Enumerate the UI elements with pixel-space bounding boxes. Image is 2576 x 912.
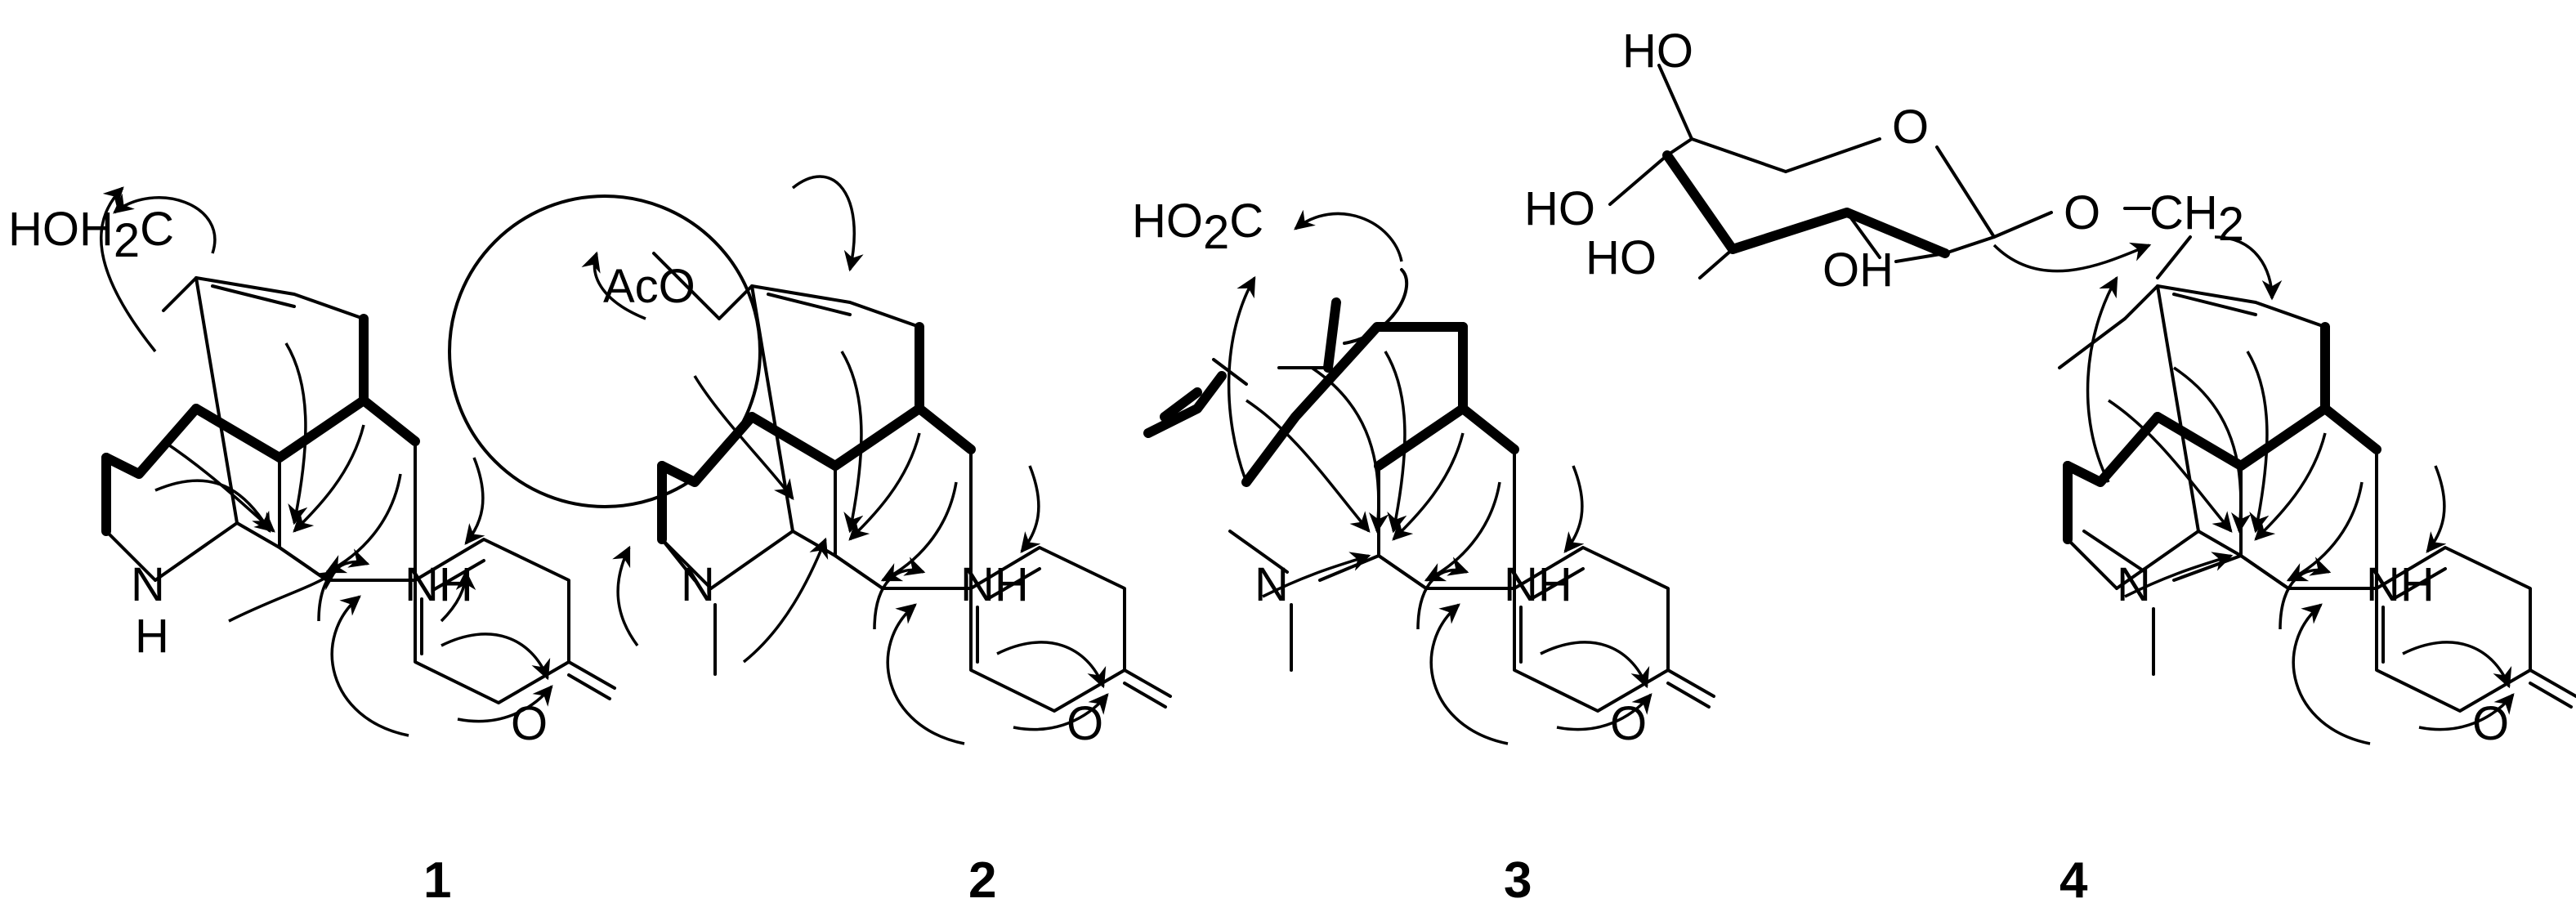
hmbc-arrow [2108,399,2233,533]
hmbc-arrow [228,570,338,623]
hmbc-arrow [1556,693,1652,731]
glc-oh-2-label: OH [1822,244,1894,297]
hmbc-arrow [1424,481,1501,582]
hmbc-arrow [693,375,794,500]
hmbc-arrow [886,603,965,745]
amine-h-label: H [135,610,169,663]
hmbc-arrow [284,342,308,525]
hmbc-arrow [1540,641,1650,689]
hmbc-arrow [1294,209,1403,262]
hmbc-arrow [293,424,365,533]
hmbc-arrow [873,557,926,630]
lactam-nh-label: NH [1504,558,1572,611]
amine-n-label: N [2117,558,2151,611]
carbonyl-o-label: O [511,697,548,750]
glc-ring-o-label: O [1892,101,1929,154]
compound-number: 2 [968,852,996,909]
hmbc-arrow [791,175,864,272]
hmbc-arrow [840,351,864,534]
hmbc-arrow [742,537,829,664]
hmbc-arrow [1262,552,1371,598]
hmbc-arrow [1563,465,1585,553]
hydroxymethyl-label: HOH2C [8,203,174,267]
hmbc-arrow [2418,693,2515,731]
hmbc-arrow [1384,351,1407,534]
hmbc-arrow [317,548,370,622]
compound-1-structure [100,186,615,737]
compound-number: 3 [1504,852,1532,909]
compound-3-structure [1143,209,1715,745]
hmbc-arrow [441,633,551,681]
lactam-nh-label: NH [2366,558,2435,611]
glycosidic-o-label: O [2064,186,2100,239]
hmbc-arrow [324,473,402,574]
hmbc-arrow [100,186,157,353]
amine-n-label: N [1254,558,1289,611]
carbonyl-o-label: O [2472,697,2509,750]
hmbc-arrow [2173,366,2252,534]
compound-number: 4 [2059,852,2088,909]
hmbc-arrow [2086,275,2118,483]
hmbc-arrow [1416,557,1469,630]
hmbc-arrow [163,440,275,533]
carboxyl-label: HO2C [1132,194,1263,259]
hmbc-arrow [464,457,485,545]
hmbc-arrow [1020,465,1041,553]
hmbc-arrow [2279,557,2332,630]
hmbc-arrow [2292,603,2371,745]
hmbc-arrow [2214,235,2283,301]
hmbc-arrow [2254,432,2327,541]
hmbc-arrow [2402,641,2512,689]
hmbc-arrow [457,685,553,723]
amine-n-label: N [131,558,165,611]
glc-oh-6-label: HO [1622,25,1693,78]
lactam-nh-label: NH [960,558,1029,611]
hmbc-arrow [1429,603,1509,745]
hmbc-arrow [581,251,646,320]
hmbc-arrow [1246,399,1371,533]
compound-4-structure [2058,235,2576,745]
ch2-label: CH2 [2149,186,2244,251]
hmbc-arrow [2124,552,2234,598]
glc-oh-3-label: HO [1585,231,1657,284]
hmbc-arrow [330,595,409,737]
hmbc-arrow [1311,366,1389,534]
lactam-nh-label: NH [405,558,473,611]
glc-oh-4-label: HO [1524,182,1595,235]
hmbc-arrow [848,432,921,541]
hmbc-arrow [612,545,639,647]
acetoxy-label: AcO [603,260,695,313]
hmbc-loop [448,194,762,508]
compound-2-structure [448,175,1170,745]
carbonyl-o-label: O [1067,697,1103,750]
hmbc-arrow [440,570,476,623]
carbonyl-o-label: O [1610,697,1647,750]
hmbc-arrow [996,641,1107,689]
glucose-structure [1608,64,2152,279]
compound-number: 1 [423,852,451,909]
hmbc-arrow [1992,242,2152,273]
hmbc-arrow [2286,481,2364,582]
hmbc-arrow [1227,275,1256,483]
hmbc-arrow [154,479,271,534]
hmbc-arrow [1392,432,1465,541]
hmbc-arrow [113,193,217,254]
amine-n-label: N [681,558,715,611]
hmbc-arrow [1013,693,1109,731]
hmbc-arrow [2426,465,2447,553]
hmbc-arrow [880,481,958,582]
hmbc-arrow [2246,351,2270,534]
